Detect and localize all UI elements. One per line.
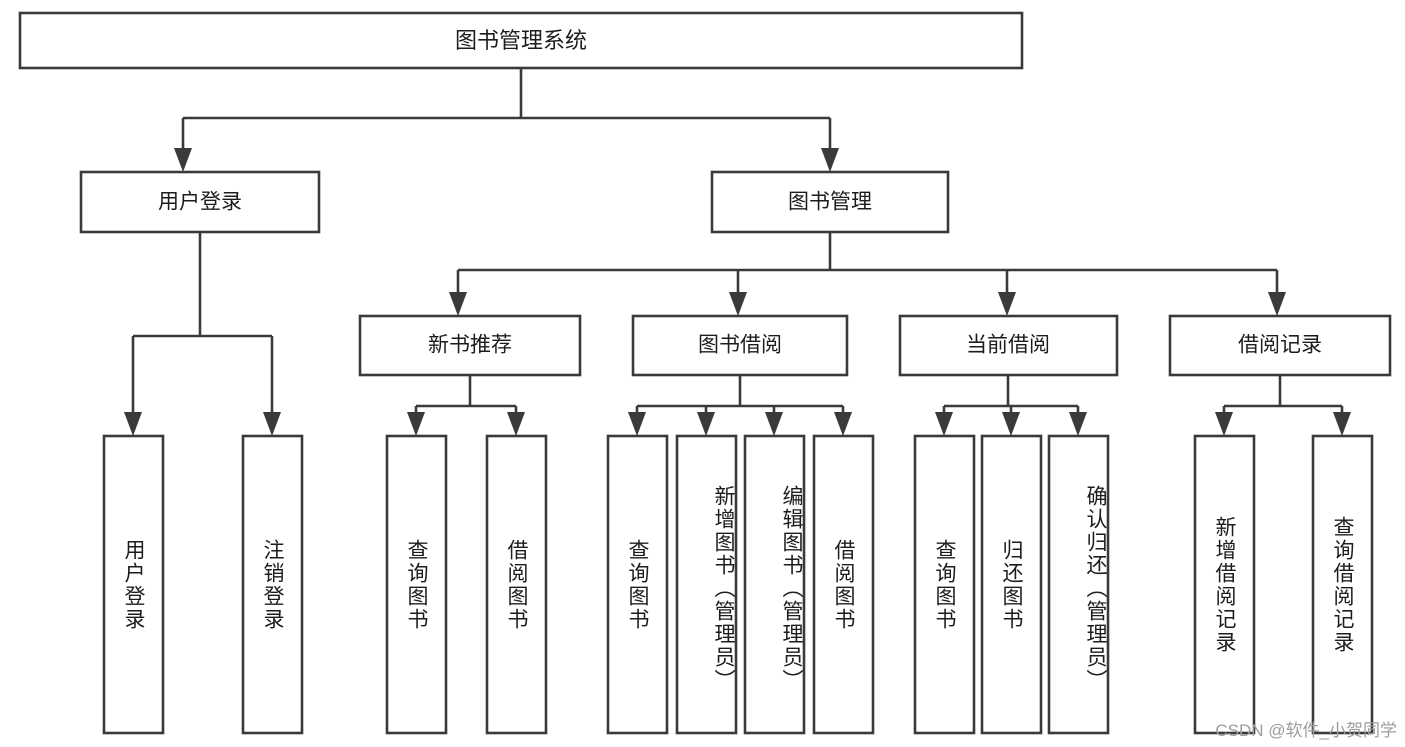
leaf-box-query-book-3[interactable]	[913, 434, 976, 735]
connector-group-book-borrow	[628, 375, 852, 436]
arrow-head-leaf-query-book-2	[628, 412, 646, 436]
leaf-box-edit-book[interactable]	[743, 434, 806, 735]
leaf-box-user-login[interactable]	[102, 434, 165, 735]
node-new-book-recommend-label: 新书推荐	[428, 334, 512, 357]
leaf-box-borrow-book-1[interactable]	[485, 434, 548, 735]
node-book-manage-box[interactable]	[710, 170, 950, 234]
arrow-head-leaf-borrow-book-1	[507, 412, 525, 436]
arrow-head-leaf-query-book-3	[935, 412, 953, 436]
node-current-borrow-box[interactable]	[898, 314, 1119, 377]
arrow-head-new-book-recommend	[449, 292, 467, 316]
arrow-head-book-manage	[821, 148, 839, 172]
arrow-head-book-borrow	[729, 292, 747, 316]
arrow-head-leaf-return-book	[1002, 412, 1020, 436]
node-current-borrow[interactable]: 当前借阅	[898, 314, 1119, 377]
connector-group-current-borrow	[935, 375, 1087, 436]
arrow-head-current-borrow	[998, 292, 1016, 316]
node-book-borrow-label: 图书借阅	[698, 334, 782, 357]
leaf-box-return-book[interactable]	[980, 434, 1043, 735]
leaf-box-add-book[interactable]	[675, 434, 738, 735]
leaf-boxes	[102, 434, 1374, 735]
connector-group-new-book-recommend	[407, 375, 525, 436]
node-book-borrow[interactable]: 图书借阅	[631, 314, 849, 377]
node-book-manage[interactable]: 图书管理	[710, 170, 950, 234]
node-current-borrow-label: 当前借阅	[966, 334, 1050, 357]
node-borrow-record-label: 借阅记录	[1238, 334, 1322, 357]
node-root-box[interactable]	[18, 11, 1024, 70]
arrow-head-leaf-confirm-return	[1069, 412, 1087, 436]
leaf-box-query-book-2[interactable]	[606, 434, 669, 735]
node-user-login-box[interactable]	[79, 170, 321, 234]
arrow-head-leaf-user-login	[124, 412, 142, 436]
connector-group-book-manage	[449, 232, 1286, 316]
leaf-box-add-record[interactable]	[1193, 434, 1256, 735]
node-root[interactable]: 图书管理系统	[18, 11, 1024, 70]
csdn-watermark: CSDN @软件_小贺同学	[1215, 721, 1397, 740]
node-borrow-record[interactable]: 借阅记录	[1168, 314, 1392, 377]
node-book-borrow-box[interactable]	[631, 314, 849, 377]
arrow-head-leaf-query-book-1	[407, 412, 425, 436]
node-borrow-record-box[interactable]	[1168, 314, 1392, 377]
arrow-head-leaf-logout	[263, 412, 281, 436]
connector-group-user-login	[124, 232, 281, 436]
arrow-head-leaf-edit-book	[765, 412, 783, 436]
node-new-book-recommend[interactable]: 新书推荐	[358, 314, 582, 377]
arrow-head-borrow-record	[1268, 292, 1286, 316]
arrow-head-user-login	[174, 148, 192, 172]
node-new-book-recommend-box[interactable]	[358, 314, 582, 377]
leaf-box-borrow-book-2[interactable]	[812, 434, 875, 735]
arrow-head-leaf-add-record	[1215, 412, 1233, 436]
node-user-login[interactable]: 用户登录	[79, 170, 321, 234]
node-book-manage-label: 图书管理	[788, 191, 872, 214]
leaf-box-logout[interactable]	[241, 434, 304, 735]
connector-group-borrow-record	[1215, 375, 1351, 436]
arrow-head-leaf-borrow-book-2	[834, 412, 852, 436]
leaf-box-query-record[interactable]	[1311, 434, 1374, 735]
node-user-login-label: 用户登录	[158, 191, 242, 214]
node-root-label: 图书管理系统	[455, 28, 587, 53]
arrow-head-leaf-add-book	[697, 412, 715, 436]
arrow-head-leaf-query-record	[1333, 412, 1351, 436]
connector-group-root	[174, 68, 839, 172]
leaf-box-confirm-return[interactable]	[1047, 434, 1110, 735]
leaf-box-query-book-1[interactable]	[385, 434, 448, 735]
